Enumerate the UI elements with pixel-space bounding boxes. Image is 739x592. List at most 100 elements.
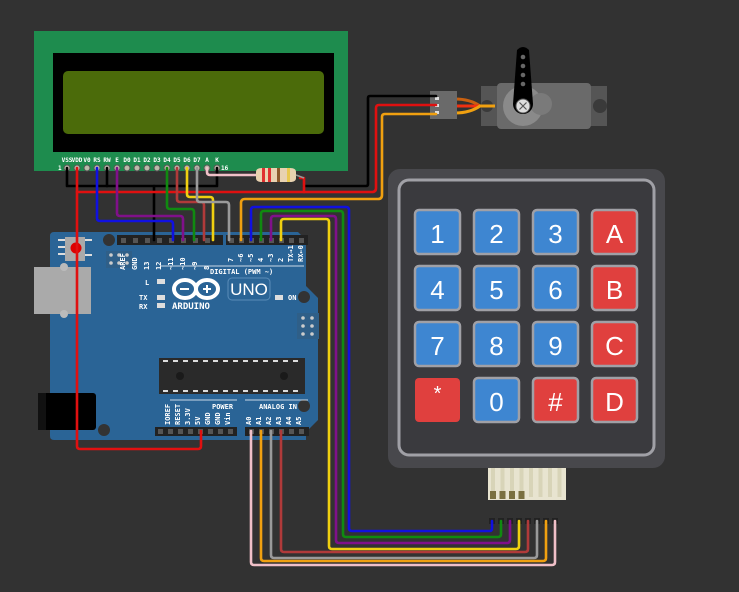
keypad-key[interactable]: 6 bbox=[531, 264, 580, 312]
digital-pin-label: 12 bbox=[155, 262, 163, 270]
digital-pin-label: AREF bbox=[119, 253, 127, 270]
chip-pin bbox=[183, 360, 188, 362]
wire-d6[interactable] bbox=[185, 166, 215, 242]
digital-pin-label: ~11 bbox=[167, 257, 175, 270]
keypad-key[interactable]: * bbox=[415, 378, 460, 422]
header-pin[interactable] bbox=[158, 429, 163, 434]
digital-header-right bbox=[226, 235, 308, 245]
header-pin[interactable] bbox=[169, 238, 174, 243]
chip-pin bbox=[283, 360, 288, 362]
power-pin-label: 5V bbox=[194, 416, 202, 425]
header-pin[interactable] bbox=[121, 238, 126, 243]
header-pin[interactable] bbox=[145, 238, 150, 243]
ribbon-stripes bbox=[490, 467, 562, 499]
keypad-key[interactable]: 4 bbox=[413, 264, 462, 312]
lcd-pin[interactable] bbox=[143, 164, 151, 172]
header-pin[interactable] bbox=[229, 238, 234, 243]
keypad-key[interactable]: 3 bbox=[531, 208, 580, 256]
analog-label: ANALOG IN bbox=[259, 403, 297, 411]
chip-pin bbox=[293, 390, 298, 392]
digital-pin-label: ~10 bbox=[179, 257, 187, 270]
wire-lcd-anode[interactable] bbox=[205, 166, 260, 177]
chip-dot bbox=[280, 372, 288, 380]
keypad-pin-header bbox=[489, 518, 558, 524]
power-pin-label: GND bbox=[214, 412, 222, 425]
wire-servo-gnd[interactable] bbox=[302, 94, 438, 188]
keypad-key-label: 2 bbox=[489, 219, 503, 249]
wire-lcd-gnd-bus[interactable] bbox=[65, 166, 219, 188]
header-pin[interactable] bbox=[133, 238, 138, 243]
mounting-hole bbox=[298, 400, 310, 412]
servo-horn-hole bbox=[520, 72, 526, 78]
header-pin[interactable] bbox=[205, 238, 210, 243]
header-pin[interactable] bbox=[299, 429, 304, 434]
keypad-key[interactable]: A bbox=[590, 208, 639, 256]
header-pin[interactable] bbox=[188, 429, 193, 434]
lcd-pin[interactable] bbox=[123, 164, 131, 172]
keypad-key[interactable]: # bbox=[531, 376, 580, 424]
wire-servo-vcc[interactable] bbox=[75, 103, 438, 194]
wire-keypad-3[interactable] bbox=[269, 214, 512, 545]
wire-e[interactable] bbox=[115, 166, 185, 242]
keypad-key[interactable]: 5 bbox=[472, 264, 521, 312]
lcd-pin[interactable] bbox=[133, 164, 141, 172]
keypad-key[interactable]: D bbox=[590, 376, 639, 424]
chip-pin bbox=[273, 360, 278, 362]
wire-keypad-5[interactable] bbox=[279, 429, 530, 554]
wire-d5[interactable] bbox=[175, 166, 206, 242]
wire-rs[interactable] bbox=[95, 166, 175, 242]
header-pin[interactable] bbox=[178, 429, 183, 434]
icsp-header-2 bbox=[297, 313, 319, 339]
resistor[interactable] bbox=[256, 168, 305, 182]
header-pin[interactable] bbox=[208, 429, 213, 434]
wire-keypad-6[interactable] bbox=[269, 429, 539, 560]
header-pin[interactable] bbox=[228, 429, 233, 434]
wire-keypad-2[interactable] bbox=[259, 209, 503, 539]
keypad-key[interactable]: 1 bbox=[413, 208, 462, 256]
digital-header-label: DIGITAL (PWM ~) bbox=[210, 268, 273, 276]
power-jack-edge bbox=[38, 393, 46, 430]
wire-d4[interactable] bbox=[165, 166, 196, 242]
led-l bbox=[157, 279, 165, 284]
chip-pin bbox=[173, 390, 178, 392]
wire-d7[interactable] bbox=[195, 166, 231, 242]
wire-keypad-1[interactable] bbox=[249, 205, 494, 533]
wire-servo-signal[interactable] bbox=[239, 112, 438, 242]
keypad-key[interactable]: 7 bbox=[413, 320, 462, 368]
header-pin[interactable] bbox=[299, 238, 304, 243]
keypad-key[interactable]: 9 bbox=[531, 320, 580, 368]
lcd-pin[interactable] bbox=[83, 164, 91, 172]
wire-keypad-4[interactable] bbox=[279, 217, 521, 551]
power-pin-label: 3.3V bbox=[184, 407, 192, 425]
chip-pin bbox=[283, 390, 288, 392]
chip-pin bbox=[243, 360, 248, 362]
digital-pin-label: ~6 bbox=[237, 254, 245, 262]
keypad-key[interactable]: C bbox=[590, 320, 639, 368]
lcd-pin-label: E bbox=[115, 157, 119, 164]
chip-pin bbox=[193, 390, 198, 392]
header-pin[interactable] bbox=[289, 238, 294, 243]
wire-keypad-7[interactable] bbox=[259, 429, 548, 563]
digital-pin-label: 2 bbox=[277, 258, 285, 262]
chip-pin bbox=[263, 360, 268, 362]
arduino-logo-icon bbox=[172, 278, 220, 300]
keypad-key[interactable]: 0 bbox=[472, 376, 521, 424]
wire-keypad-8[interactable] bbox=[249, 429, 557, 567]
servo-motor[interactable] bbox=[430, 47, 607, 129]
wire-resistor[interactable] bbox=[298, 176, 306, 194]
keypad-key[interactable]: 2 bbox=[472, 208, 521, 256]
wire-5v[interactable] bbox=[75, 166, 203, 451]
lcd-pin[interactable] bbox=[153, 164, 161, 172]
header-pin[interactable] bbox=[168, 429, 173, 434]
header-pin[interactable] bbox=[218, 429, 223, 434]
header-pin[interactable] bbox=[157, 238, 162, 243]
header-pin[interactable] bbox=[193, 238, 198, 243]
header-pin[interactable] bbox=[289, 429, 294, 434]
keypad-key[interactable]: B bbox=[590, 264, 639, 312]
chip-pin bbox=[223, 390, 228, 392]
keypad-key[interactable]: 8 bbox=[472, 320, 521, 368]
